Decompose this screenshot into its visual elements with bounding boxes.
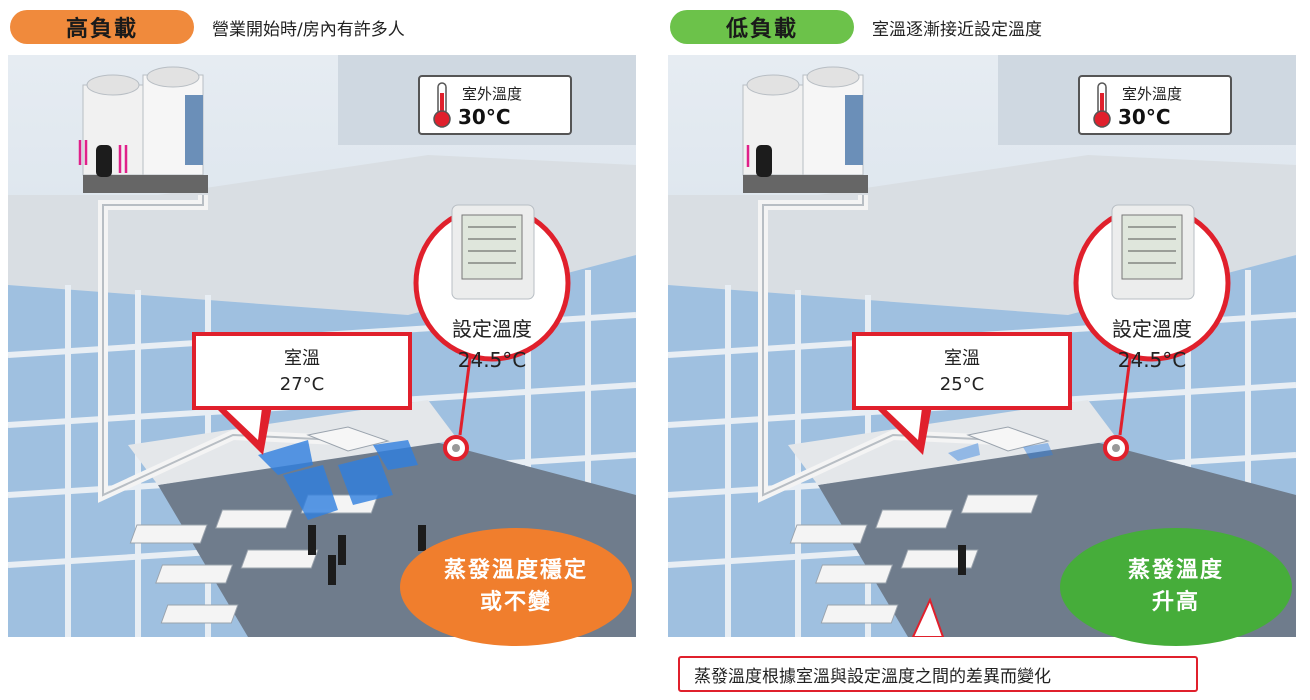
compressor-icon [96,145,112,177]
set-temp-value: 24.5°C [1117,348,1187,372]
evaporation-note: 蒸發溫度根據室溫與設定溫度之間的差異而變化 [678,656,1198,692]
set-temp-label: 設定溫度 [1112,317,1192,341]
high-load-badge: 高負載 [10,10,194,44]
outdoor-unit [78,66,208,193]
room-temp-value: 25°C [939,374,985,395]
outdoor-temp-value: 30°C [458,105,511,129]
set-temp-value: 24.5°C [457,348,527,372]
room-temp-callout: 室溫 25°C [852,332,1072,410]
outdoor-temp-label: 室外溫度 [462,85,523,103]
room-temp-label: 室溫 [944,348,980,369]
outdoor-temp-label: 室外溫度 [1122,85,1183,103]
compressor-icon [756,145,772,177]
result-line-1: 蒸發溫度穩定 [443,558,588,584]
high-load-heading: 營業開始時/房內有許多人 [212,20,405,40]
outdoor-unit [742,66,868,193]
room-temp-label: 室溫 [284,348,320,369]
airflow-arrows [258,440,418,520]
set-temp-text: 設定溫度 24.5°C [412,313,572,372]
low-load-panel: 低負載 室溫逐漸接近設定溫度 [660,0,1300,700]
evaporation-result-ellipse: 蒸發溫度穩定 或不變 [400,528,632,646]
room-temp-value: 27°C [279,374,325,395]
high-load-panel: 高負載 營業開始時/房內有許多人 [0,0,640,700]
thermometer-icon [433,82,451,128]
result-line-2: 或不變 [479,590,552,615]
set-temp-label: 設定溫度 [452,317,532,341]
low-load-badge: 低負載 [670,10,854,44]
airflow-arrows [948,443,1053,461]
room-temp-callout: 室溫 27°C [192,332,412,410]
result-line-2: 升高 [1151,590,1200,615]
result-line-1: 蒸發溫度 [1127,558,1224,584]
outdoor-temp-box: 室外溫度 30°C [1078,75,1232,135]
outdoor-temp-value: 30°C [1118,105,1171,129]
evaporation-result-ellipse: 蒸發溫度 升高 [1060,528,1292,646]
outdoor-temp-box: 室外溫度 30°C [418,75,572,135]
set-temp-text: 設定溫度 24.5°C [1072,313,1232,372]
thermometer-icon [1093,82,1111,128]
low-load-heading: 室溫逐漸接近設定溫度 [872,20,1042,40]
